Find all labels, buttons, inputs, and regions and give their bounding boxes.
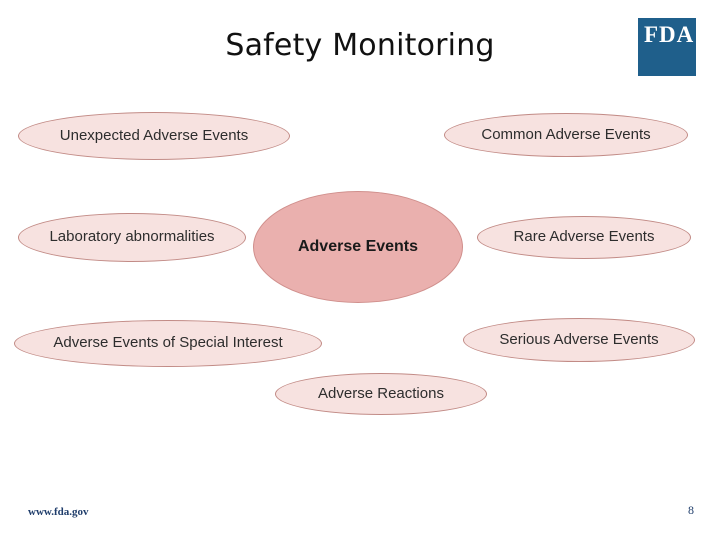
node-label: Common Adverse Events (481, 125, 651, 143)
node-adverse-reactions[interactable]: Adverse Reactions (275, 373, 487, 415)
page-title: Safety Monitoring (225, 28, 495, 63)
node-adverse-events-of-special-interest[interactable]: Adverse Events of Special Interest (14, 320, 322, 367)
node-rare-adverse-events[interactable]: Rare Adverse Events (477, 216, 691, 259)
fda-logo: FDA (638, 18, 696, 76)
node-common-adverse-events[interactable]: Common Adverse Events (444, 113, 688, 157)
node-label: Rare Adverse Events (513, 228, 655, 246)
node-label: Adverse Events of Special Interest (53, 334, 283, 352)
node-label: Adverse Reactions (318, 384, 444, 402)
node-label: Laboratory abnormalities (49, 228, 215, 246)
node-label: Serious Adverse Events (499, 330, 659, 348)
node-label: Adverse Events (297, 238, 419, 256)
node-serious-adverse-events[interactable]: Serious Adverse Events (463, 318, 695, 362)
node-label: Unexpected Adverse Events (59, 126, 249, 144)
node-adverse-events-center[interactable]: Adverse Events (253, 191, 463, 303)
node-laboratory-abnormalities[interactable]: Laboratory abnormalities (18, 213, 246, 262)
footer-page-number: 8 (688, 503, 694, 517)
node-unexpected-adverse-events[interactable]: Unexpected Adverse Events (18, 112, 290, 160)
footer-url[interactable]: www.fda.gov (28, 506, 89, 518)
